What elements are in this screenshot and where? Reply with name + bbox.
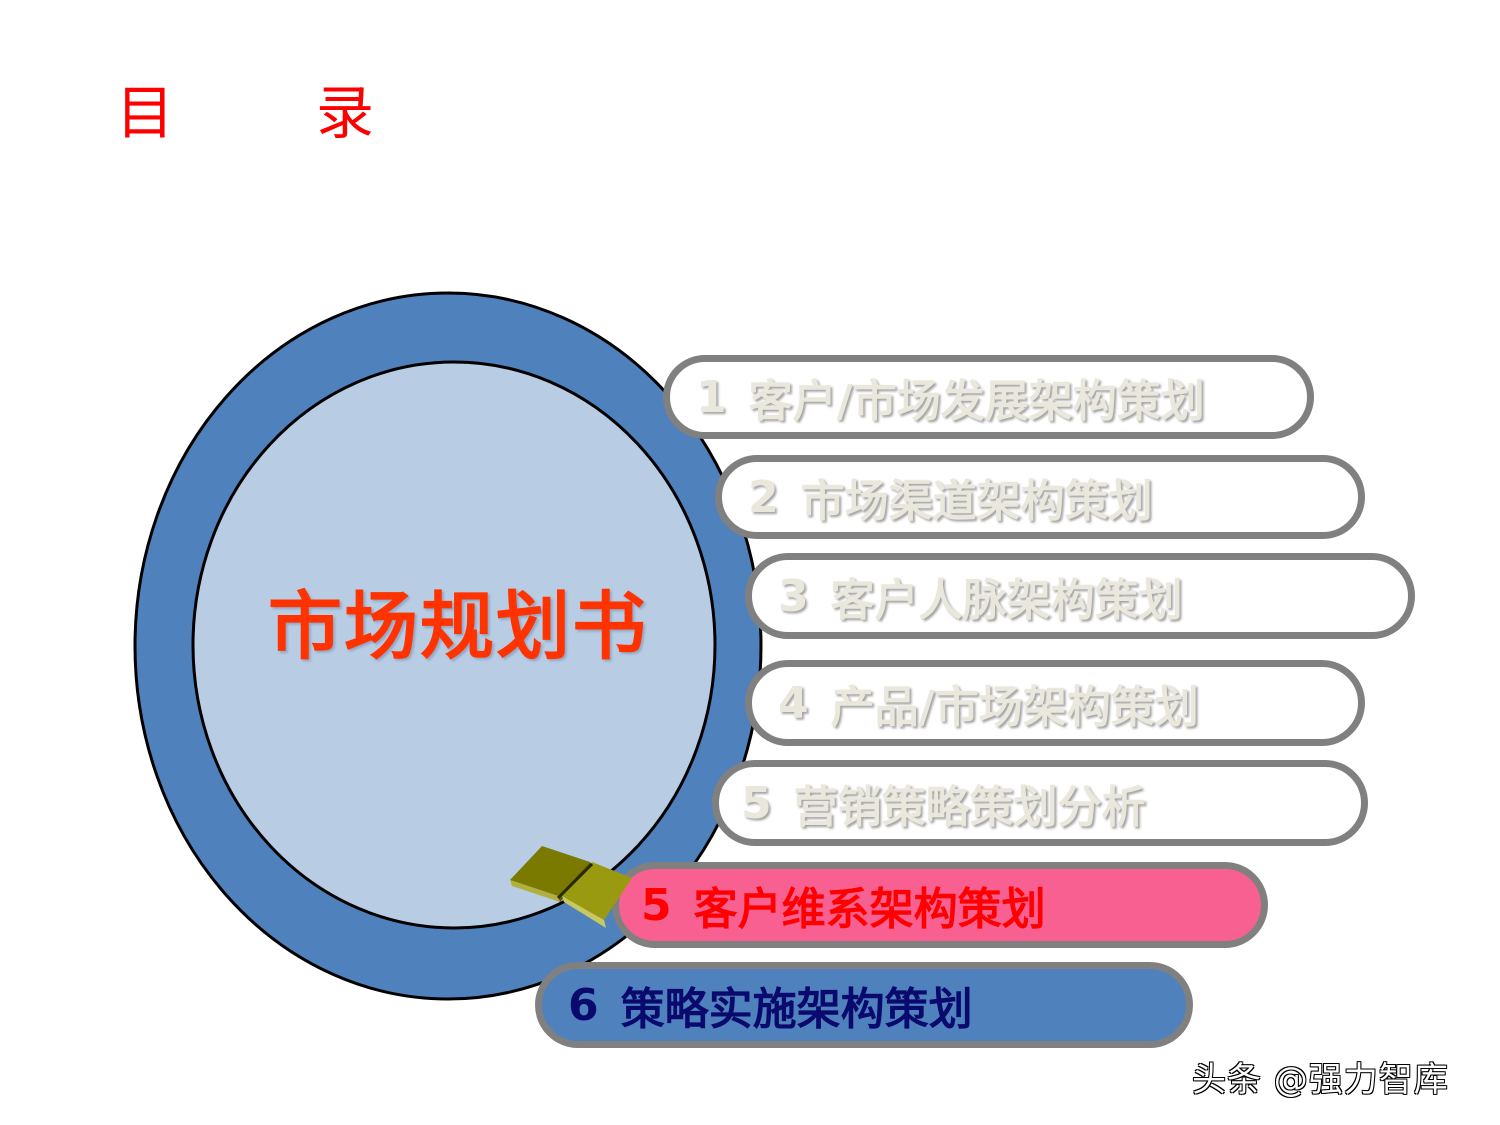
menu-item-3[interactable]: 3 客户人脉架构策划: [745, 553, 1415, 639]
menu-item-label: 客户维系架构策划: [693, 884, 1046, 935]
menu-item-label: 市场渠道架构策划: [800, 476, 1153, 527]
book-icon: [510, 846, 632, 928]
menu-item-label: 产品/市场架构策划: [830, 682, 1199, 733]
menu-item-number: 3: [778, 570, 809, 622]
inner-circle: [191, 360, 717, 930]
menu-item-4[interactable]: 4 产品/市场架构策划: [745, 660, 1365, 746]
menu-item-number: 1: [696, 371, 727, 423]
menu-item-number: 5: [641, 879, 672, 931]
menu-item-label: 营销策略策划分析: [793, 782, 1146, 833]
menu-item-number: 4: [778, 677, 809, 729]
menu-item-6[interactable]: 6 策略实施架构策划: [535, 962, 1193, 1048]
title-char-lu: 录: [316, 79, 375, 147]
center-title: 市场规划书: [268, 584, 648, 670]
menu-item-label: 客户人脉架构策划: [830, 575, 1183, 626]
menu-item-number: 2: [748, 471, 779, 523]
title-char-mu: 目: [116, 79, 175, 147]
watermark: 头条 @强力智库: [1192, 1060, 1449, 1100]
menu-item-5[interactable]: 5 营销策略策划分析: [712, 760, 1368, 846]
menu-item-number: 5: [741, 777, 772, 829]
menu-item-1[interactable]: 1 客户/市场发展架构策划: [663, 355, 1314, 439]
menu-item-active[interactable]: 5 客户维系架构策划: [612, 862, 1268, 948]
menu-item-number: 6: [568, 979, 599, 1031]
menu-item-label: 策略实施架构策划: [620, 984, 973, 1035]
menu-item-label: 客户/市场发展架构策划: [748, 376, 1205, 427]
menu-item-2[interactable]: 2 市场渠道架构策划: [715, 455, 1365, 539]
